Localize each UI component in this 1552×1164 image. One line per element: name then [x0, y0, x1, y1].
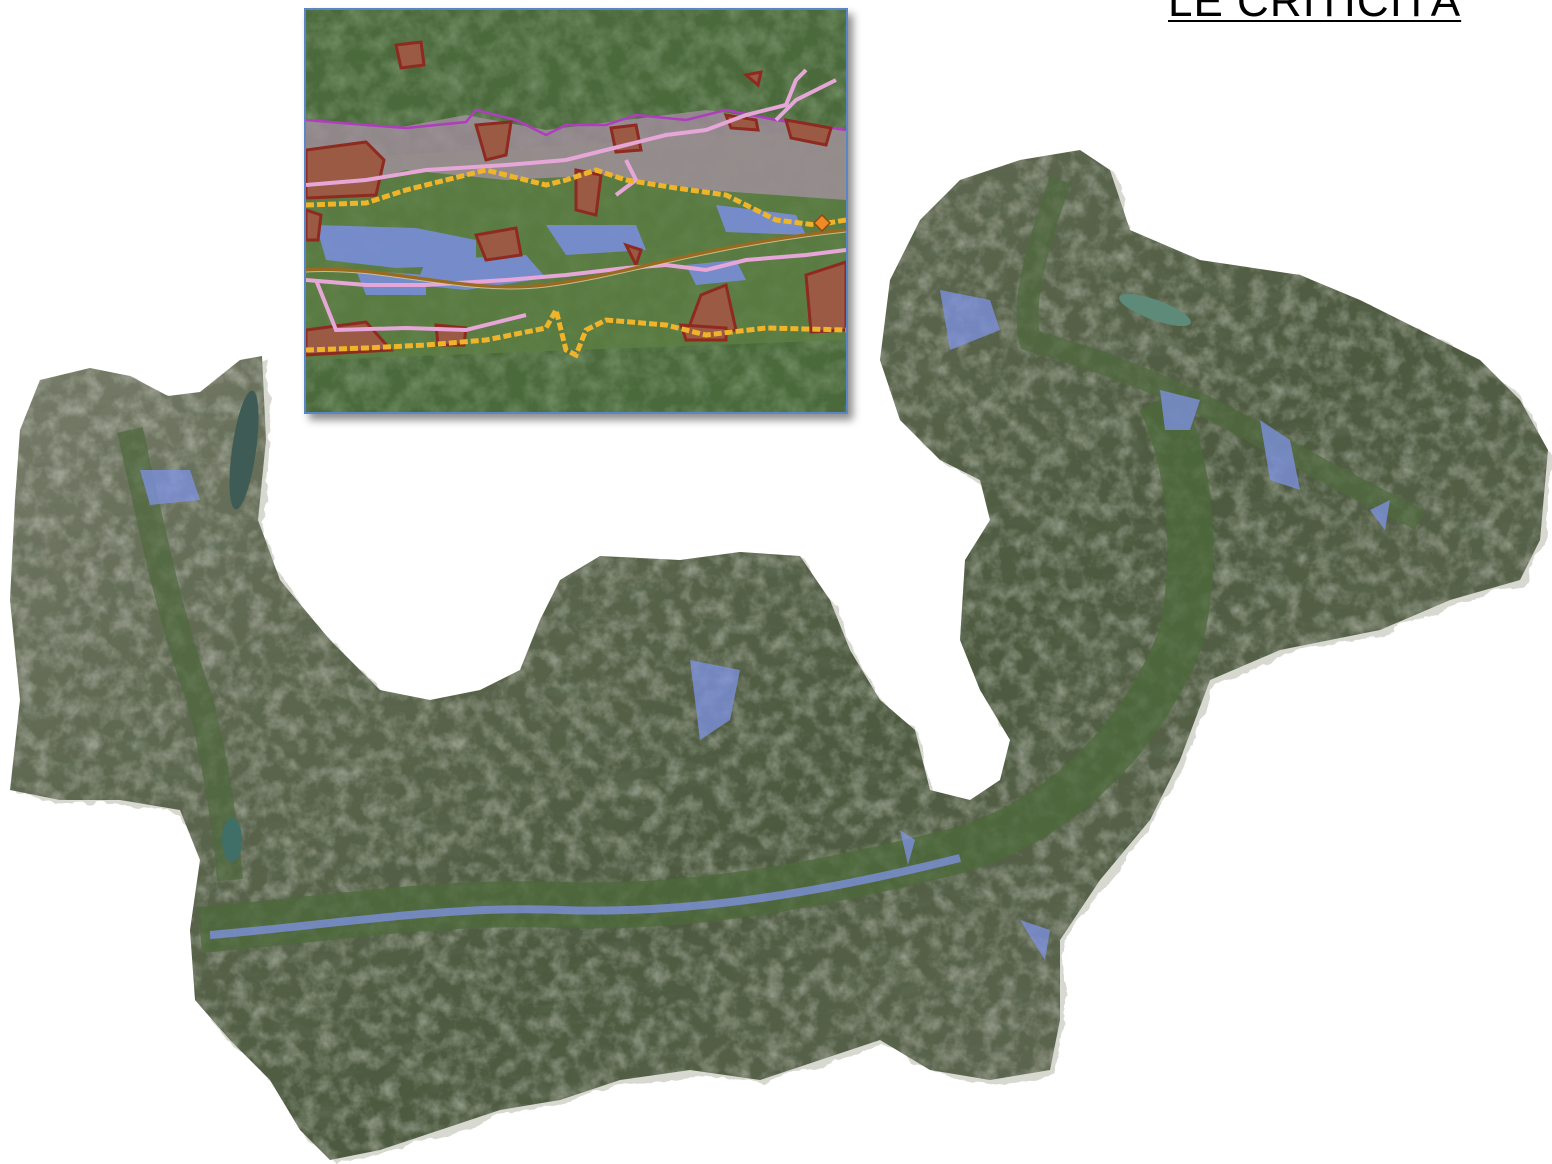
highway	[306, 228, 846, 289]
inset-detail-map	[304, 8, 848, 414]
location-marker	[812, 213, 832, 233]
boundary-line	[306, 108, 846, 137]
lake	[222, 818, 242, 862]
main-valley	[198, 389, 1214, 953]
road-network	[306, 68, 846, 333]
lake	[1119, 293, 1191, 327]
critical-zones	[140, 290, 1390, 960]
page-title: LE CRITICITÀ	[1168, 0, 1462, 26]
urban-area	[306, 110, 846, 200]
urban-polygons	[306, 40, 846, 357]
inset-map-svg	[306, 10, 846, 412]
lake	[229, 390, 259, 510]
critical-zones-inset	[316, 205, 806, 295]
planning-boundary	[306, 167, 846, 359]
